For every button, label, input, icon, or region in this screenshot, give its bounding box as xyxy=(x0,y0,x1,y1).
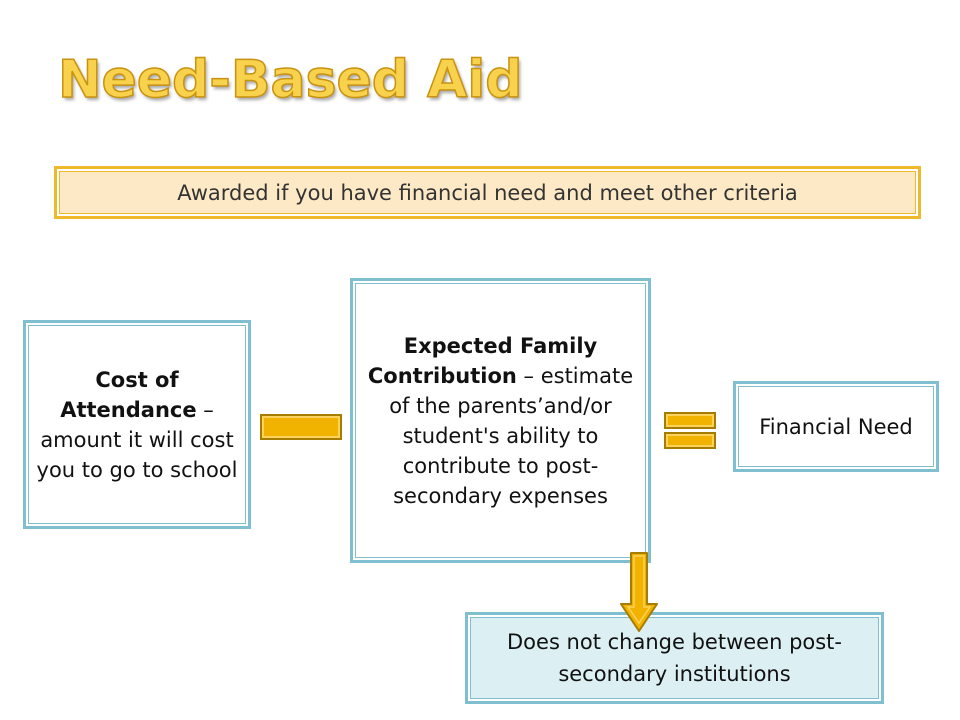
efc-note-text: Does not change between post-secondary i… xyxy=(507,630,842,686)
financial-need-label: Financial Need xyxy=(759,414,913,439)
cost-of-attendance-term: Cost of Attendance xyxy=(60,367,197,422)
equals-operator-bottom-bar xyxy=(664,432,716,449)
expected-family-contribution-box: Expected Family Contribution – estimate … xyxy=(350,278,651,563)
cost-of-attendance-definition: – amount it will cost you to go to schoo… xyxy=(36,397,238,482)
minus-operator xyxy=(260,414,342,440)
criteria-banner: Awarded if you have financial need and m… xyxy=(54,166,921,219)
slide-title: Need-Based Aid xyxy=(57,49,523,111)
efc-note-box: Does not change between post-secondary i… xyxy=(465,612,884,704)
financial-need-box: Financial Need xyxy=(733,381,939,472)
down-arrow-icon xyxy=(620,552,658,632)
equals-operator-top-bar xyxy=(664,412,716,429)
criteria-banner-text: Awarded if you have financial need and m… xyxy=(177,180,798,205)
efc-definition: – estimate of the parents’and/or student… xyxy=(389,363,634,508)
efc-term: Expected Family Contribution xyxy=(367,333,598,388)
cost-of-attendance-box: Cost of Attendance – amount it will cost… xyxy=(23,320,251,529)
